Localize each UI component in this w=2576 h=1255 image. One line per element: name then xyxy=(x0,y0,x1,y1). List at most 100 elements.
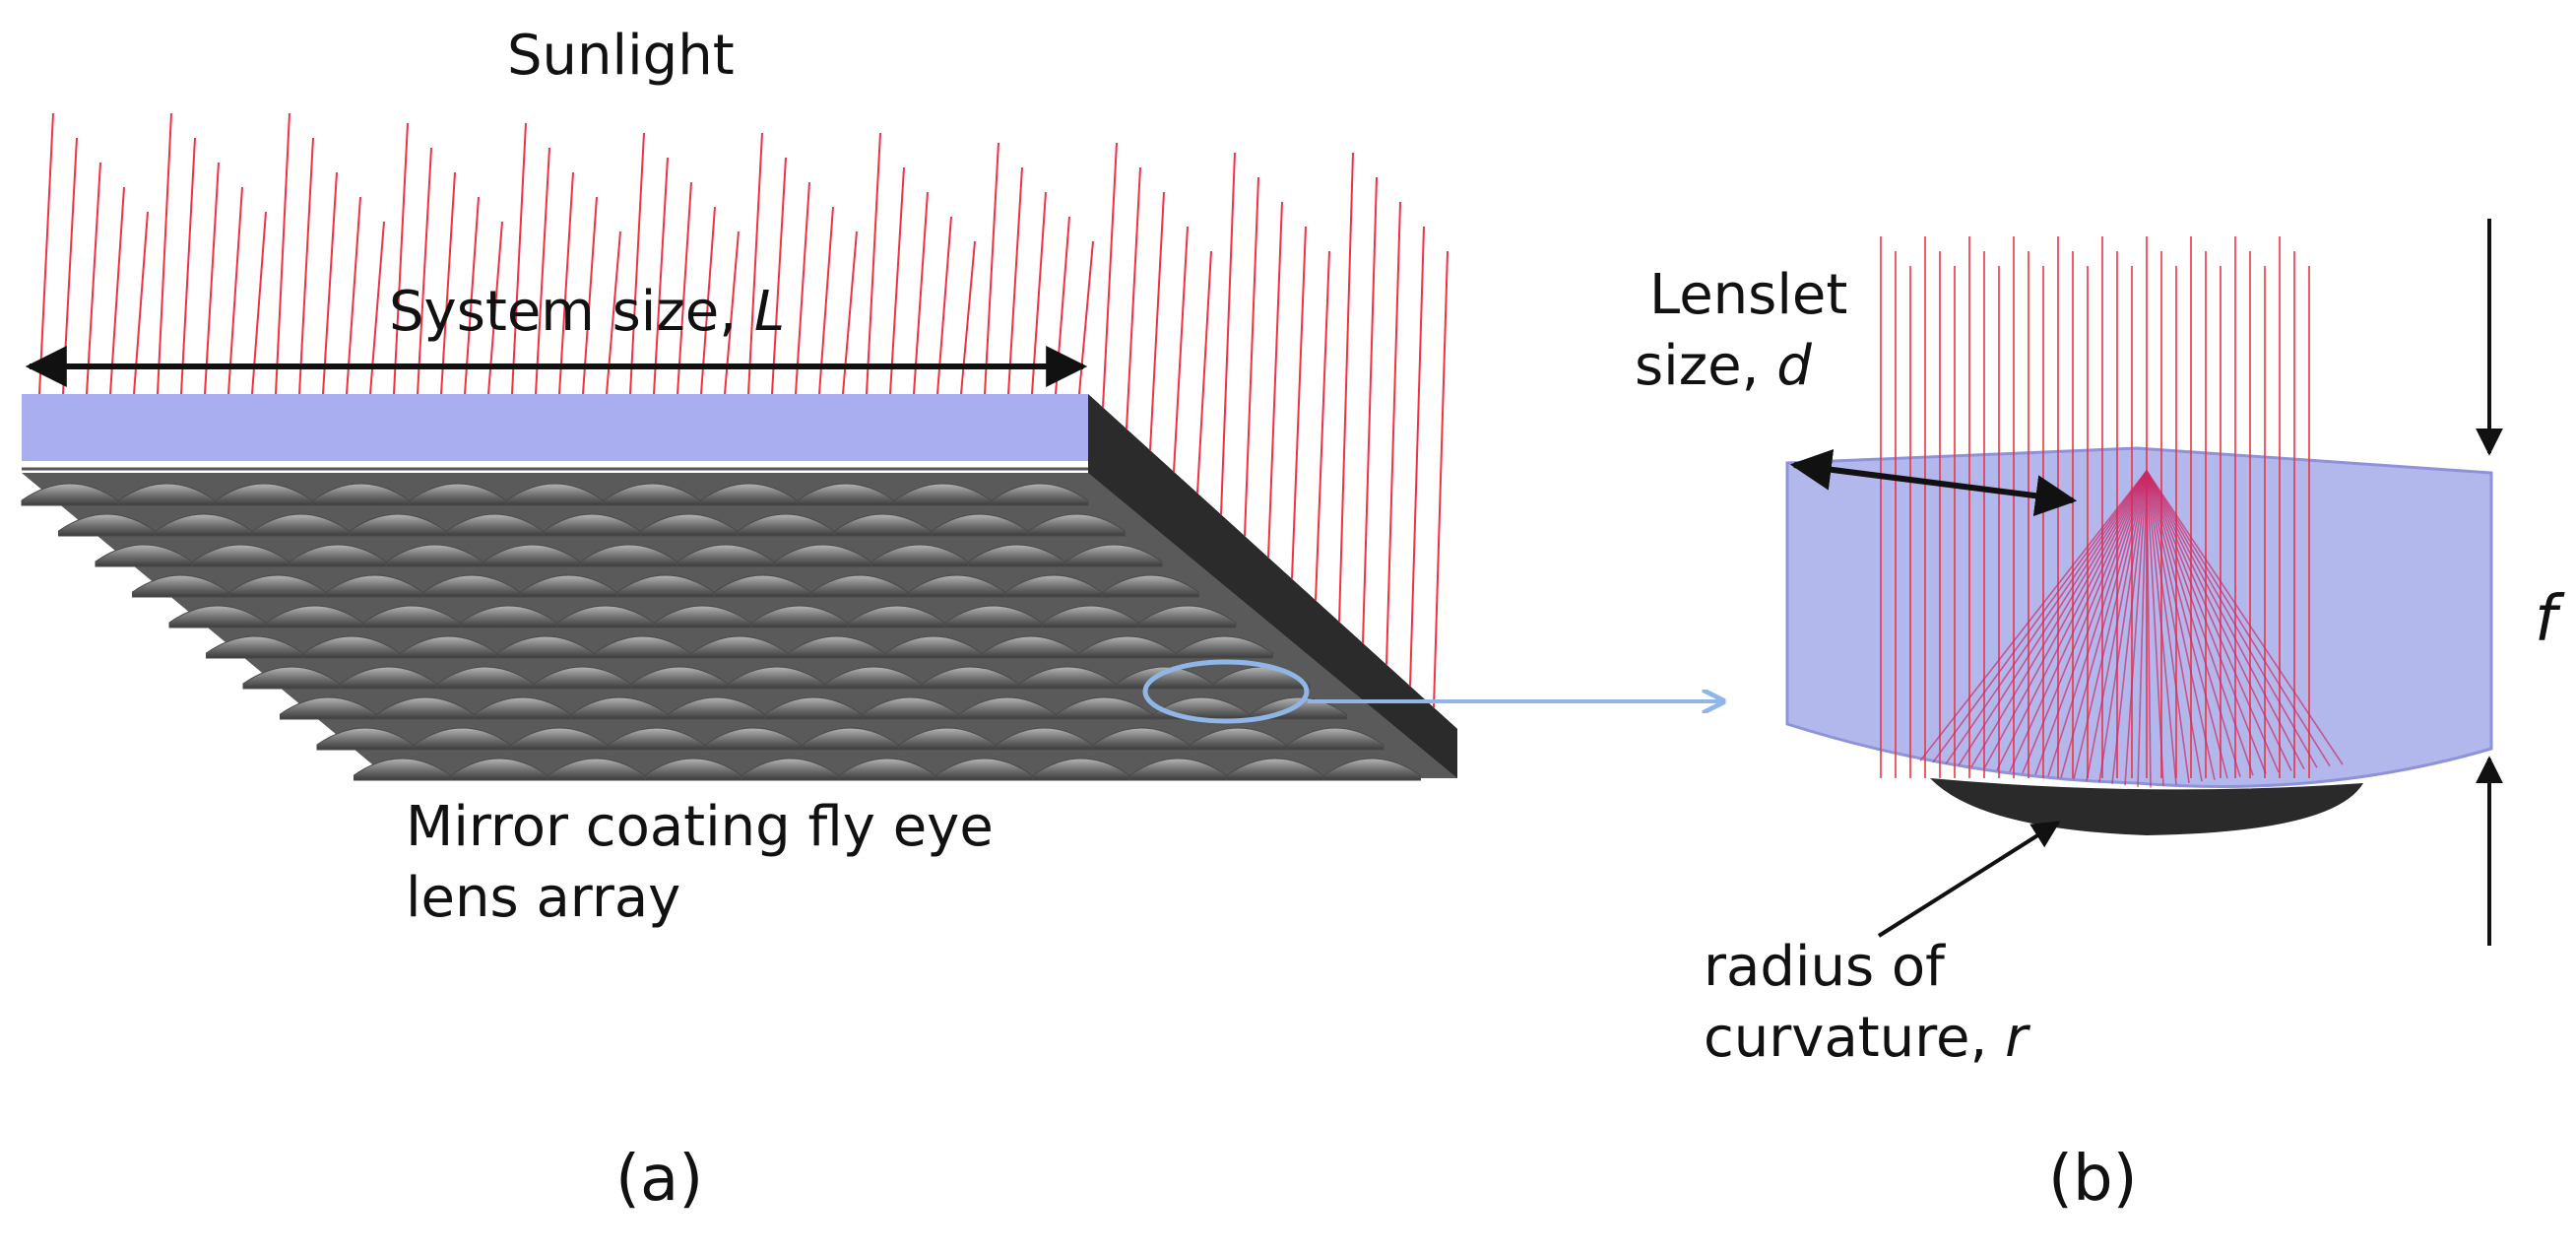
sunlight-ray xyxy=(157,112,172,395)
reflected-ray xyxy=(2146,470,2241,777)
lenslet-tile xyxy=(1323,758,1421,781)
sunlight-ray xyxy=(393,122,409,395)
sunlight-ray xyxy=(322,171,338,395)
reflected-ray xyxy=(2146,470,2152,788)
sunlight-ray xyxy=(795,181,810,395)
sunlight-ray xyxy=(227,186,243,395)
sunlight-ray xyxy=(1267,201,1283,558)
sunlight-ray xyxy=(842,231,858,395)
reflected-ray xyxy=(2047,470,2148,777)
sunlight-ray xyxy=(1338,152,1354,623)
sunlight-ray xyxy=(1362,176,1378,643)
lenslet-tile xyxy=(1286,727,1385,751)
sunlight-ray xyxy=(984,142,999,395)
focus-cone xyxy=(1919,470,2344,788)
radius-label-line2: curvature, r xyxy=(1704,1006,2030,1070)
lenslet-label-line2: size, d xyxy=(1635,334,1812,398)
lenslet-tile xyxy=(1064,544,1163,567)
reflected-ray xyxy=(1983,470,2148,769)
sunlight-ray xyxy=(1126,166,1141,429)
glass-plate xyxy=(22,394,1088,461)
sunlight-ray xyxy=(86,162,101,395)
reflected-ray xyxy=(2124,470,2148,786)
reflected-ray xyxy=(2146,470,2164,787)
sunlight-ray xyxy=(1196,250,1212,494)
sunlight-ray xyxy=(1433,250,1449,708)
sunlight-ray xyxy=(109,186,125,395)
reflected-ray xyxy=(2060,470,2148,778)
reflected-ray xyxy=(2146,470,2331,767)
reflected-ray xyxy=(1970,470,2148,768)
reflected-ray xyxy=(2034,470,2148,775)
sunlight-ray xyxy=(1385,201,1401,665)
system-size-label: System size, L xyxy=(389,280,785,344)
reflected-ray xyxy=(2146,470,2190,783)
sunlight-ray xyxy=(1007,166,1023,395)
lens-array-side-face xyxy=(1088,394,1457,778)
sunlight-ray xyxy=(62,137,78,395)
radius-pointer-arrow xyxy=(1877,821,2061,938)
lenslet-highlight xyxy=(1142,659,1310,724)
reflected-ray xyxy=(2146,470,2305,770)
reflected-ray xyxy=(1958,470,2148,766)
sunlight-ray xyxy=(1173,226,1189,472)
reflected-ray xyxy=(2111,470,2148,784)
lenslet-size-arrow xyxy=(1789,448,2078,517)
radius-label-line1: radius of xyxy=(1704,935,1946,999)
reflected-ray xyxy=(2146,470,2267,774)
reflected-ray xyxy=(2073,470,2148,780)
lenslet-tile xyxy=(1028,513,1126,537)
sunlight-ray xyxy=(866,132,881,395)
caption-b: (b) xyxy=(2048,1143,2138,1216)
reflected-ray xyxy=(2098,470,2148,783)
sunlight-ray xyxy=(1315,250,1330,601)
sunlight-label: Sunlight xyxy=(507,24,735,88)
lens-array-tiles xyxy=(21,483,1421,781)
lenslet-mirror-surface xyxy=(1930,778,2363,835)
sunlight-ray xyxy=(275,112,290,395)
sunlight-ray xyxy=(1149,191,1165,451)
sunlight-ray xyxy=(180,137,196,395)
focal-length-label: f xyxy=(2535,583,2565,656)
reflected-ray xyxy=(2146,470,2177,785)
reflected-ray xyxy=(2146,470,2292,771)
panel-a: Sunlight System size, L Mirror coating f… xyxy=(21,24,1723,1216)
mirror-label-line2: lens array xyxy=(406,866,680,930)
sunlight-ray xyxy=(511,122,527,395)
panel-b: Lenslet size, d f radius of curvature, r… xyxy=(1635,219,2565,1216)
reflected-ray xyxy=(2146,470,2203,782)
reflected-ray xyxy=(2146,470,2254,776)
lenslet-tile xyxy=(1176,635,1273,659)
reflected-ray xyxy=(2086,470,2148,781)
reflected-ray xyxy=(1996,470,2148,771)
mirror-label-line1: Mirror coating fly eye xyxy=(406,795,994,859)
sunlight-ray xyxy=(38,112,54,395)
sunlight-ray xyxy=(204,162,220,395)
lenslet-tile xyxy=(1102,574,1199,598)
reflected-ray xyxy=(2146,470,2228,779)
sunlight-ray xyxy=(1220,152,1236,515)
sunlight-ray xyxy=(1409,226,1425,687)
reflected-ray xyxy=(1919,470,2148,761)
sunlight-ray xyxy=(771,157,787,395)
reflected-ray xyxy=(2146,470,2318,768)
reflected-ray xyxy=(1945,470,2148,764)
sunlight-ray xyxy=(889,166,905,395)
sunlight-ray xyxy=(1291,226,1307,579)
sunlight-ray xyxy=(1244,176,1259,537)
lenslet-tile xyxy=(1138,605,1237,628)
sunlight-ray xyxy=(1102,142,1118,408)
reflected-ray xyxy=(2009,470,2148,772)
lenslet-label-line1: Lenslet xyxy=(1649,263,1847,327)
sunlight-ray xyxy=(747,132,763,395)
sunlight-ray xyxy=(629,132,645,395)
sunlight-ray xyxy=(417,147,432,395)
sunlight-ray xyxy=(535,147,550,395)
caption-a: (a) xyxy=(615,1143,703,1216)
reflected-ray xyxy=(2022,470,2148,774)
reflected-ray xyxy=(2137,470,2148,787)
sunlight-ray xyxy=(653,157,669,395)
reflected-ray xyxy=(2146,470,2216,780)
reflected-ray xyxy=(1932,470,2148,763)
